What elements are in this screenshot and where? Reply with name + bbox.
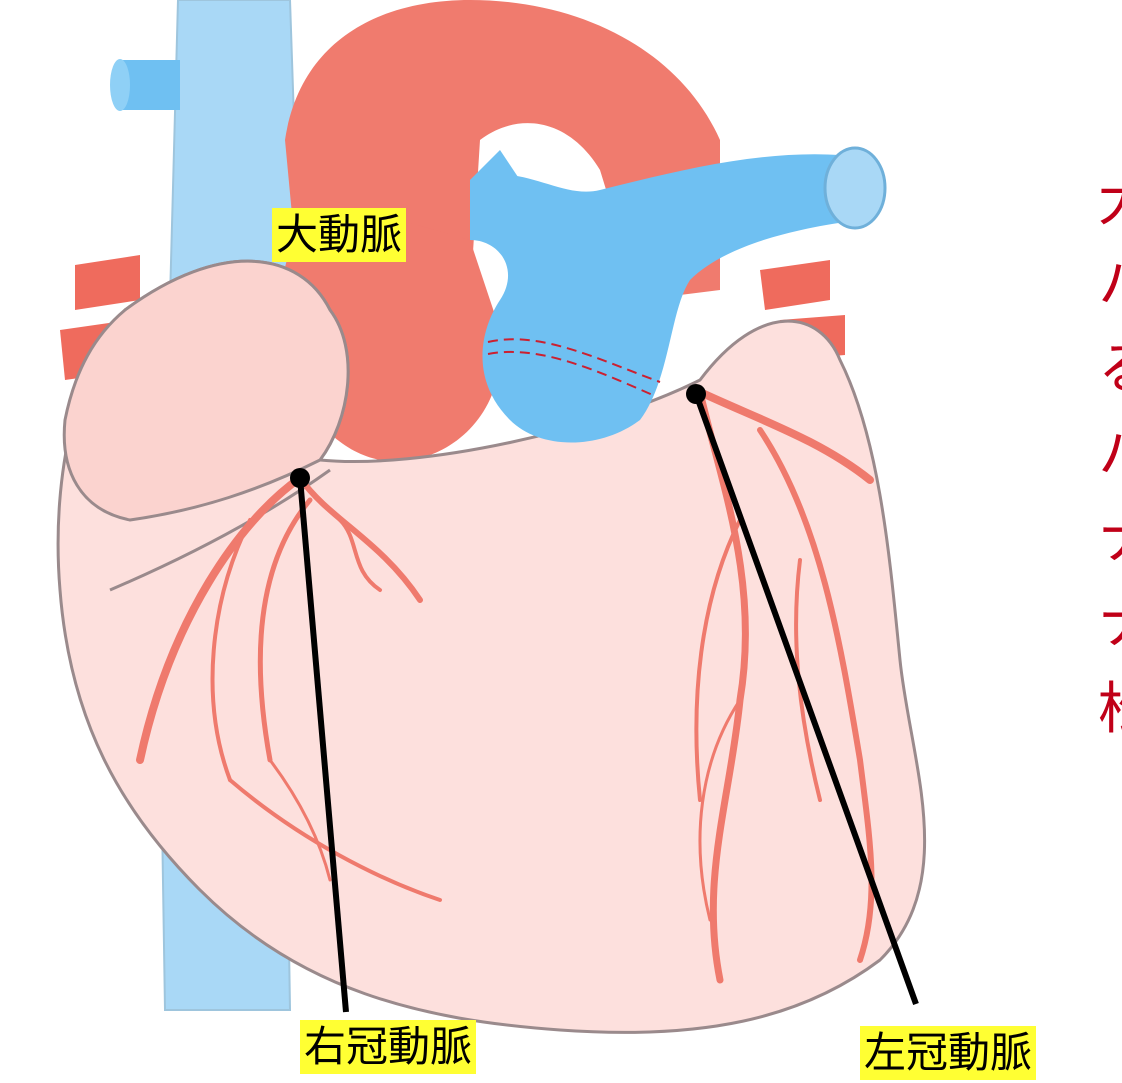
- side-text-glyph: 松: [1098, 680, 1122, 740]
- aorta-label: 大動脈: [272, 208, 406, 262]
- side-text-glyph: ナ: [1098, 595, 1122, 655]
- rca-marker-dot: [290, 468, 310, 488]
- side-text-glyph: る: [1098, 340, 1122, 400]
- lca-marker-dot: [686, 384, 706, 404]
- side-text-glyph: ハ: [1098, 425, 1122, 485]
- side-text-glyph: 大: [1098, 172, 1122, 232]
- left-coronary-label: 左冠動脈: [860, 1026, 1036, 1080]
- side-text-glyph: ハ: [1098, 255, 1122, 315]
- side-text-glyph: ナ: [1098, 510, 1122, 570]
- right-coronary-label: 右冠動脈: [300, 1020, 476, 1074]
